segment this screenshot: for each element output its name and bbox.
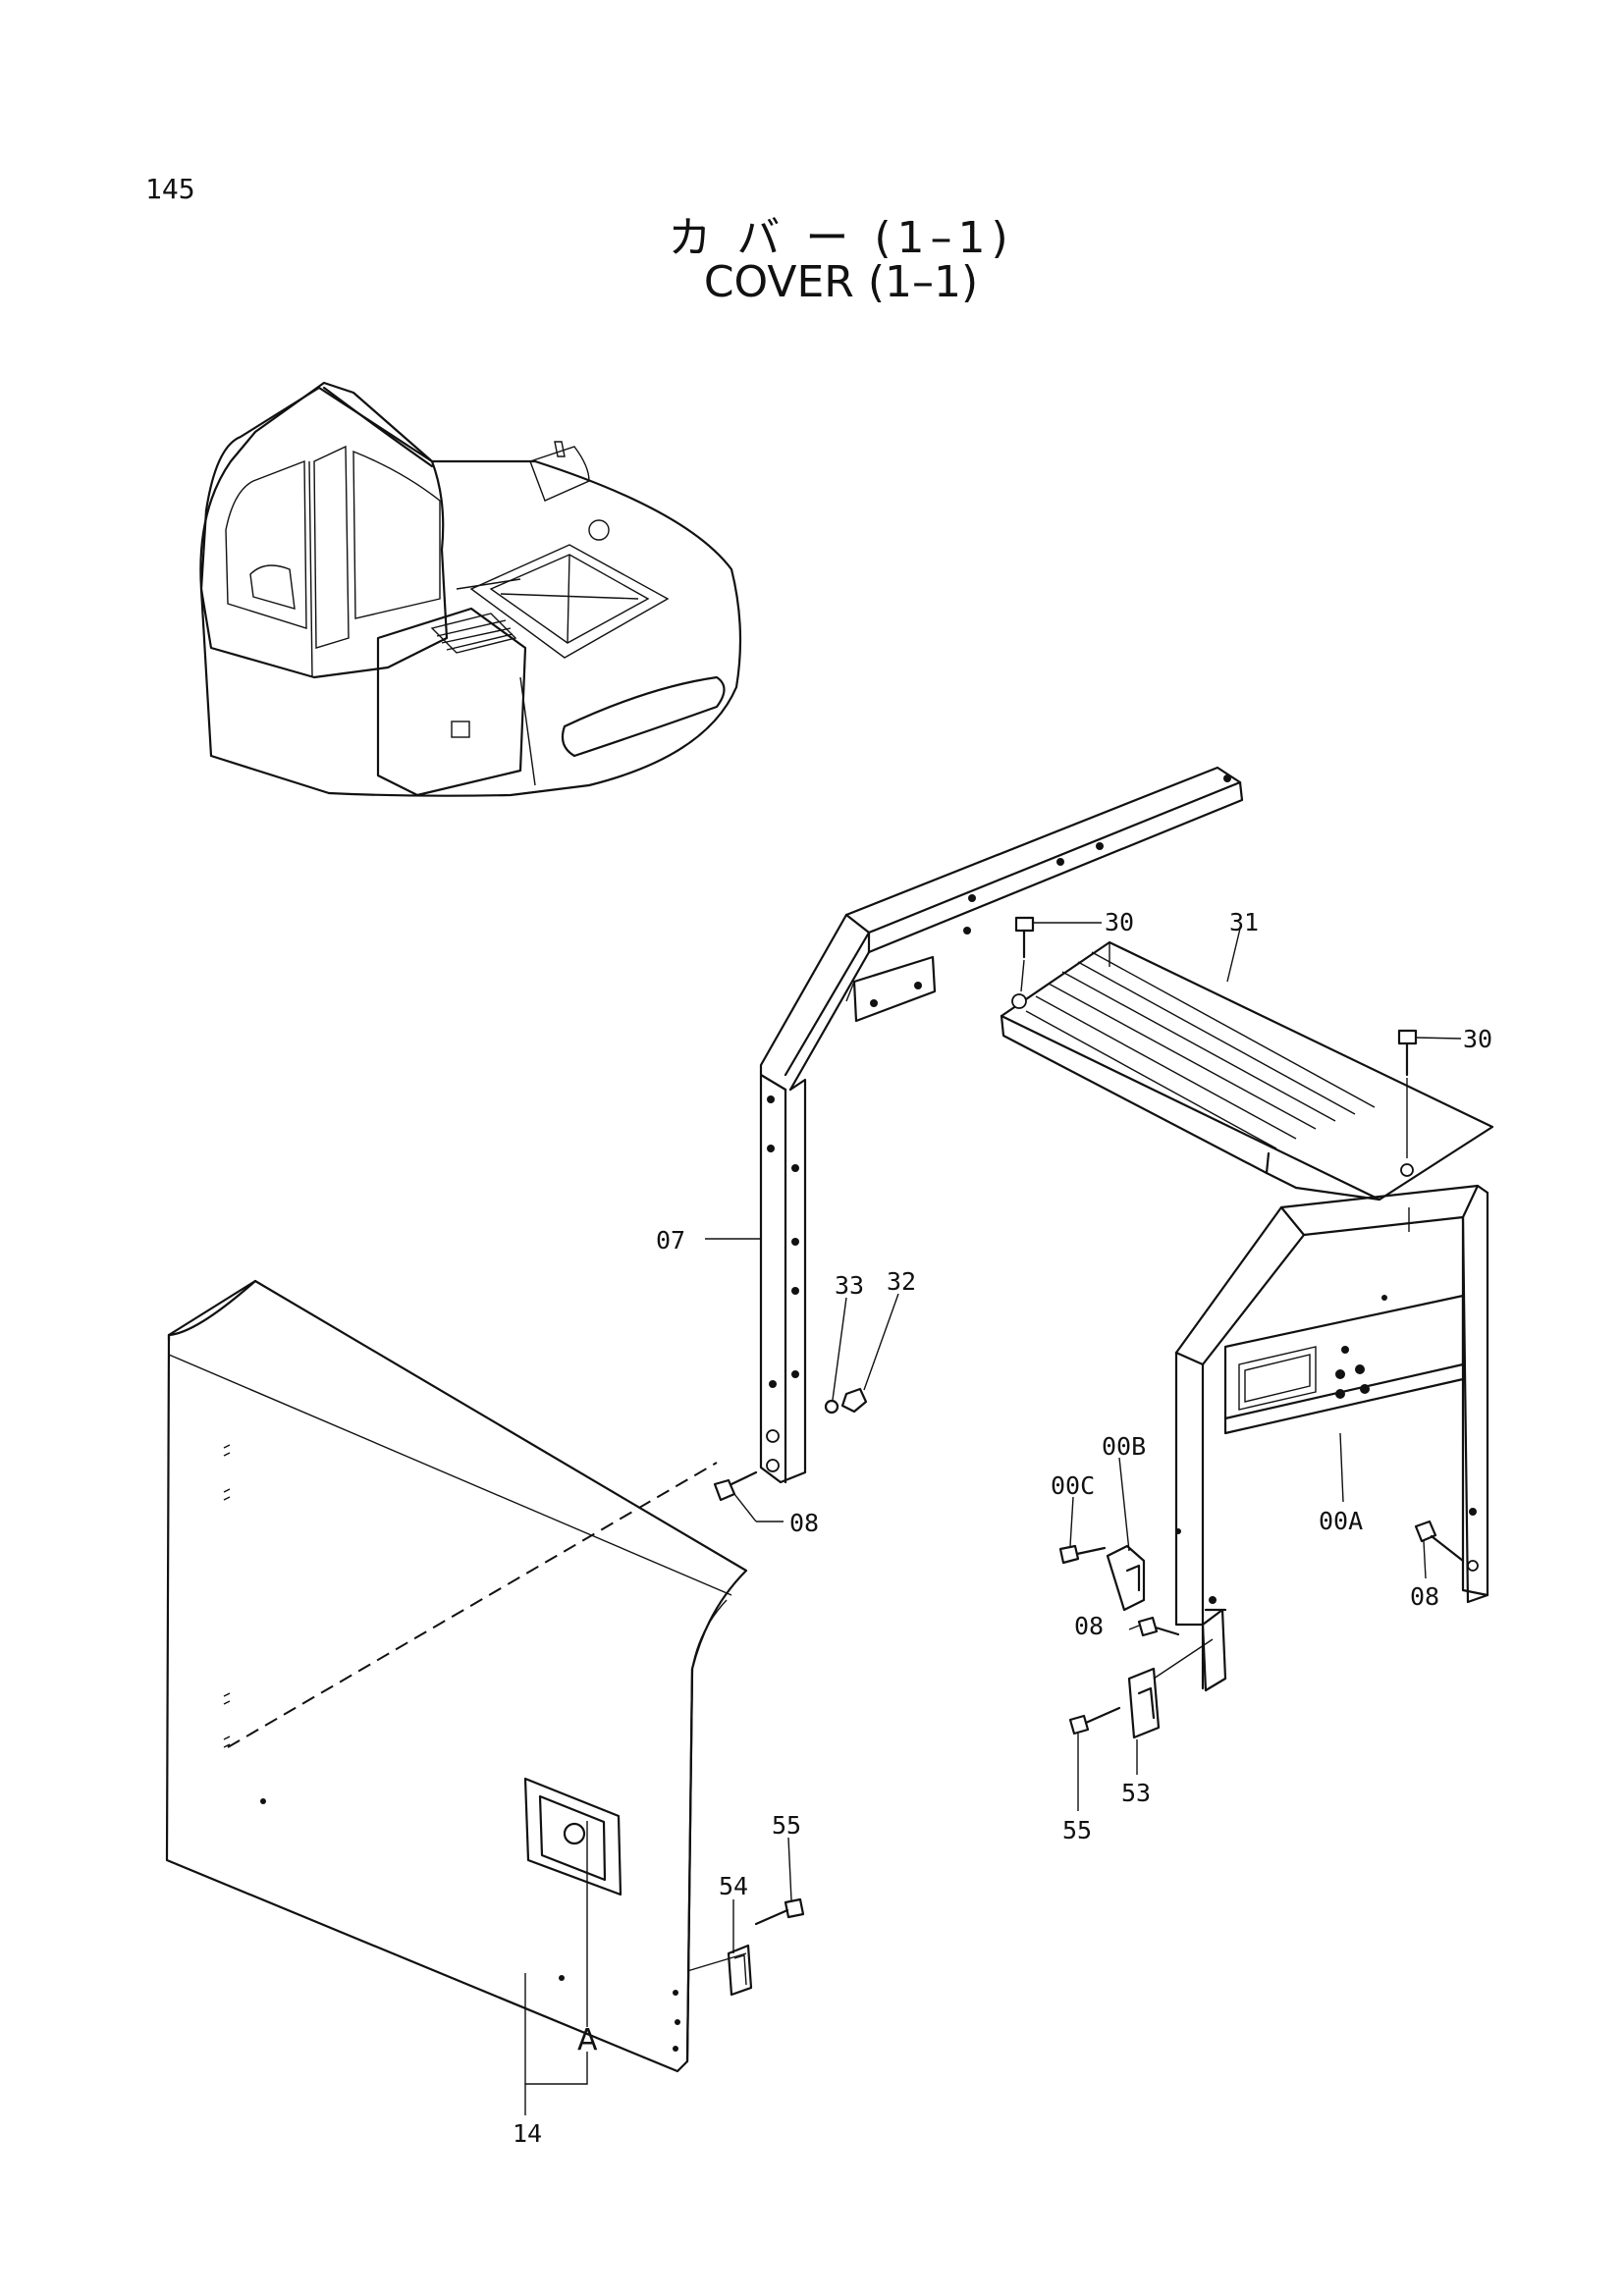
grill-31 — [1000, 916, 1494, 1232]
callout-08b: 08 — [1410, 1582, 1439, 1611]
callout-08c: 08 — [1074, 1612, 1104, 1640]
callout-55b: 55 — [772, 1811, 801, 1840]
frame-00A — [1174, 1184, 1489, 1692]
callout-30a: 30 — [1105, 908, 1134, 936]
callout-54: 54 — [719, 1872, 748, 1900]
title-japanese: カ バ ー (1–1) — [668, 213, 1014, 263]
callout-31: 31 — [1229, 908, 1259, 936]
frame-bracket-07 — [759, 766, 1244, 1484]
callout-00C: 00C — [1051, 1471, 1095, 1500]
callout-32: 32 — [887, 1267, 916, 1296]
callout-53: 53 — [1121, 1779, 1151, 1807]
callout-55a: 55 — [1062, 1816, 1092, 1844]
title-english: COVER (1–1) — [703, 257, 979, 307]
callout-A: A — [577, 2023, 598, 2057]
callout-08a: 08 — [789, 1509, 819, 1537]
callout-30b: 30 — [1463, 1025, 1492, 1053]
callout-33: 33 — [835, 1271, 864, 1300]
leader-lines — [524, 922, 1462, 2115]
excavator-overview-illustration — [199, 381, 742, 797]
callout-labels: 30 31 30 07 33 32 08 00B 00C 00A 08 08 5… — [513, 908, 1492, 2148]
callout-00A: 00A — [1319, 1507, 1363, 1535]
page-number: 145 — [145, 173, 195, 205]
callout-00B: 00B — [1102, 1432, 1146, 1461]
callout-14: 14 — [513, 2119, 542, 2148]
callout-07: 07 — [656, 1226, 685, 1255]
side-door-14 — [165, 1279, 748, 2073]
hardware-parts — [686, 1387, 1465, 1997]
